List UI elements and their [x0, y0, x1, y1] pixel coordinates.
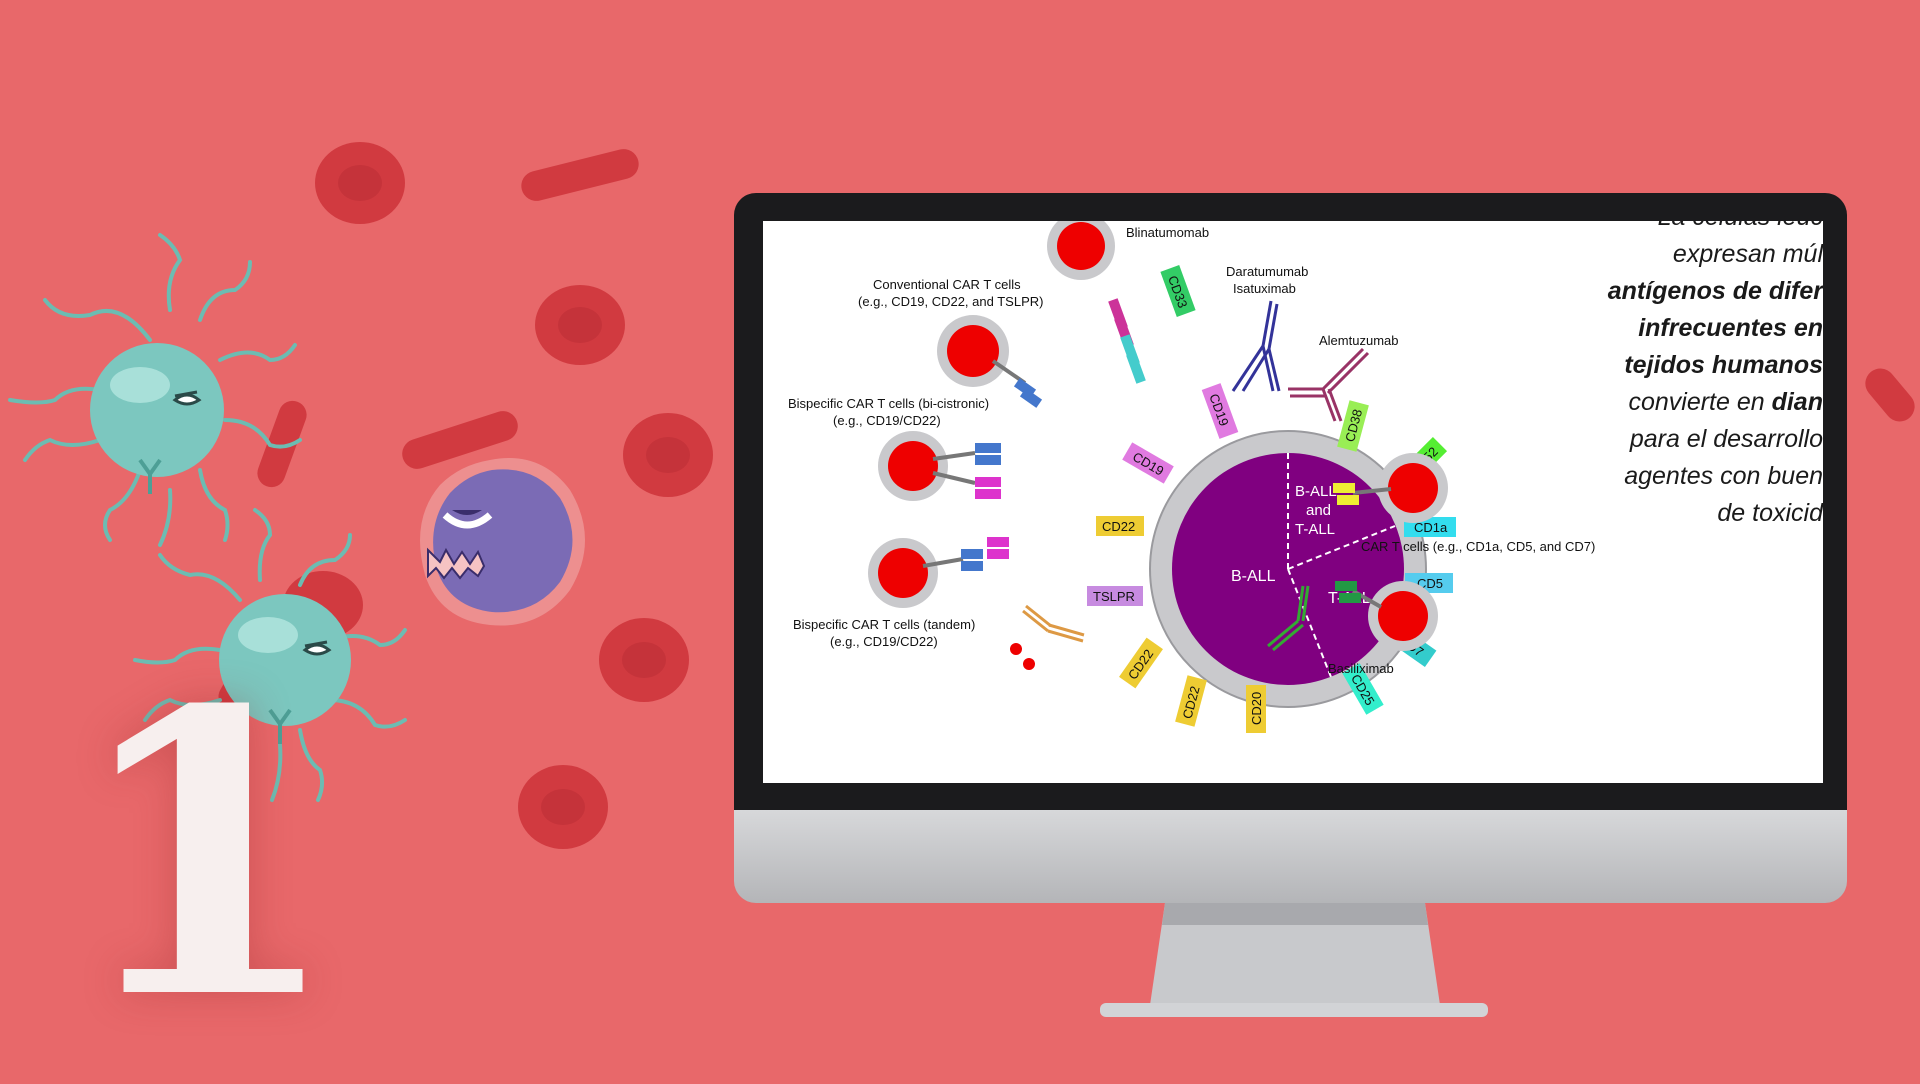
t-car-cell-cd7 — [1335, 581, 1438, 651]
bicistronic-car-t-cell — [878, 431, 1001, 501]
purple-leukemia-cell — [420, 458, 585, 626]
side-text-line6: para el desarrollo — [1629, 425, 1823, 453]
label-conventional: Conventional CAR T cells — [873, 277, 1021, 292]
antigen-cd22-left: CD22 — [1096, 516, 1144, 536]
svg-text:CD20: CD20 — [1249, 692, 1264, 725]
label-b-and-t-2: and — [1306, 502, 1331, 519]
side-text-line5-a: convierte en — [1628, 388, 1772, 416]
teal-t-cell-2 — [133, 508, 407, 802]
svg-text:CD22: CD22 — [1102, 519, 1135, 534]
side-text-line8: de toxicid — [1717, 499, 1823, 527]
label-b-and-t-3: T-ALL — [1295, 521, 1335, 538]
alemtuzumab-antibody — [1288, 347, 1370, 422]
side-text: La células leuc expresan múl antígenos d… — [1583, 221, 1823, 532]
monitor: B-ALL B-ALL and T-ALL T-ALL CD19 CD33 CD… — [734, 193, 1847, 903]
blinatumomab-cell — [1047, 221, 1146, 384]
basiliximab-antibody — [1267, 585, 1310, 652]
conventional-car-t-cell — [937, 315, 1043, 408]
label-isatuximab: Isatuximab — [1233, 281, 1296, 296]
antigen-cd20: CD20 — [1246, 685, 1266, 733]
svg-text:TSLPR: TSLPR — [1093, 589, 1135, 604]
label-tandem-eg: (e.g., CD19/CD22) — [830, 634, 938, 649]
slide-number: 1 — [70, 626, 342, 1084]
label-tandem: Bispecific CAR T cells (tandem) — [793, 617, 975, 632]
side-text-line0: La células leuc — [1583, 221, 1823, 236]
label-alemtuzumab: Alemtuzumab — [1319, 333, 1398, 348]
label-blinatumomab: Blinatumomab — [1126, 225, 1209, 240]
side-text-line2: antígenos de difer — [1607, 277, 1823, 305]
side-text-line7: agentes con buen — [1624, 462, 1823, 490]
drug-conjugate-antibody — [1022, 604, 1085, 643]
antigen-diagram: B-ALL B-ALL and T-ALL T-ALL CD19 CD33 CD… — [788, 221, 1595, 733]
antigen-tslpr: TSLPR — [1087, 586, 1143, 606]
teal-t-cell-1 — [8, 233, 302, 547]
monitor-screen: B-ALL B-ALL and T-ALL T-ALL CD19 CD33 CD… — [763, 221, 1823, 783]
side-text-line3: infrecuentes en — [1638, 314, 1823, 342]
label-b-all: B-ALL — [1231, 568, 1276, 585]
monitor-chin — [734, 810, 1847, 903]
svg-text:CD1a: CD1a — [1414, 520, 1448, 535]
label-b-and-t-1: B-ALL — [1295, 483, 1337, 500]
tandem-car-t-cell — [868, 537, 1009, 608]
label-bicistronic: Bispecific CAR T cells (bi-cistronic) — [788, 396, 989, 411]
daratumumab-antibody — [1231, 300, 1281, 392]
side-text-line4: tejidos humanos — [1624, 351, 1823, 379]
label-daratumumab: Daratumumab — [1226, 264, 1308, 279]
label-conventional-eg: (e.g., CD19, CD22, and TSLPR) — [858, 294, 1043, 309]
label-basiliximab: Basiliximab — [1328, 661, 1394, 676]
side-text-line5-b: dian — [1771, 388, 1823, 416]
label-tcell-car: CAR T cells (e.g., CD1a, CD5, and CD7) — [1361, 539, 1595, 554]
side-text-line1: expresan múl — [1672, 240, 1823, 268]
svg-text:CD5: CD5 — [1417, 576, 1443, 591]
antigen-cd38: CD38 — [1337, 400, 1369, 452]
antigen-cd22-bottom2: CD22 — [1175, 675, 1207, 727]
t-car-cell-cd1a — [1333, 453, 1448, 523]
side-text-line5: convierte en dian — [1583, 384, 1823, 421]
label-bicistronic-eg: (e.g., CD19/CD22) — [833, 413, 941, 428]
